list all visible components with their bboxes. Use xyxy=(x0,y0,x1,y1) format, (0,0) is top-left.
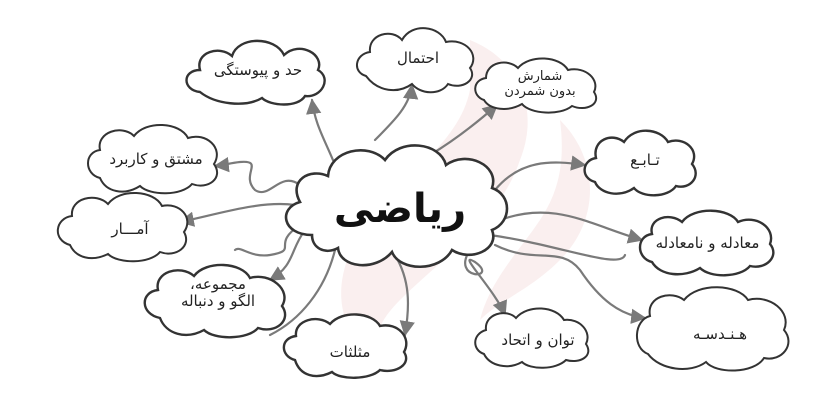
connector-limit xyxy=(306,98,337,167)
connector-function xyxy=(493,155,587,192)
trig-cloud xyxy=(282,313,408,379)
geometry-cloud xyxy=(636,286,790,372)
connector-derivative xyxy=(213,156,302,194)
counting-label-line1: شمارش xyxy=(517,69,563,84)
equations-label: معادله و نامعادله xyxy=(655,234,760,252)
connector-extra-3 xyxy=(268,248,337,337)
statistics-cloud xyxy=(56,191,189,263)
function-label: تـابـع xyxy=(630,151,660,169)
connector-probability xyxy=(373,83,419,142)
limit-cloud xyxy=(185,39,326,106)
derivative-cloud xyxy=(87,123,219,195)
probability-label: احتمال xyxy=(396,49,440,67)
connector-trig xyxy=(393,253,415,337)
sequence-label: مجموعه، الگو و دنباله xyxy=(158,275,278,311)
connector-geometry xyxy=(493,243,647,324)
connector-statistics xyxy=(178,202,297,227)
center-label: ریاضی xyxy=(333,186,467,232)
sequence-label-line1: مجموعه، xyxy=(190,275,246,293)
connector-counting xyxy=(428,103,499,157)
derivative-label: مشتق و کاربرد xyxy=(109,150,203,168)
connectors xyxy=(178,83,647,337)
counting-label-line2: بدون شمردن xyxy=(504,83,576,99)
probability-cloud xyxy=(356,27,475,94)
counting-label: شمارش بدون شمردن xyxy=(490,69,590,100)
statistics-label: آمـــار xyxy=(111,220,149,238)
connector-extra-2 xyxy=(488,233,627,261)
connector-equations xyxy=(498,211,644,244)
power-label: توان و اتحاد xyxy=(501,331,575,349)
trig-label: مثلثات xyxy=(329,343,371,361)
connector-power xyxy=(464,248,507,317)
sequence-label-line2: الگو و دنباله xyxy=(180,292,256,311)
connector-sequence xyxy=(268,228,307,282)
geometry-label: هـنـدسـه xyxy=(692,325,748,343)
power-cloud xyxy=(474,307,590,369)
connector-extra-1 xyxy=(233,223,302,257)
center-cloud xyxy=(284,144,509,269)
equations-cloud xyxy=(638,209,775,277)
limit-label: حد و پیوستگی xyxy=(213,61,303,79)
counting-cloud xyxy=(474,57,597,114)
sequence-cloud xyxy=(143,263,287,339)
function-cloud xyxy=(583,129,697,197)
